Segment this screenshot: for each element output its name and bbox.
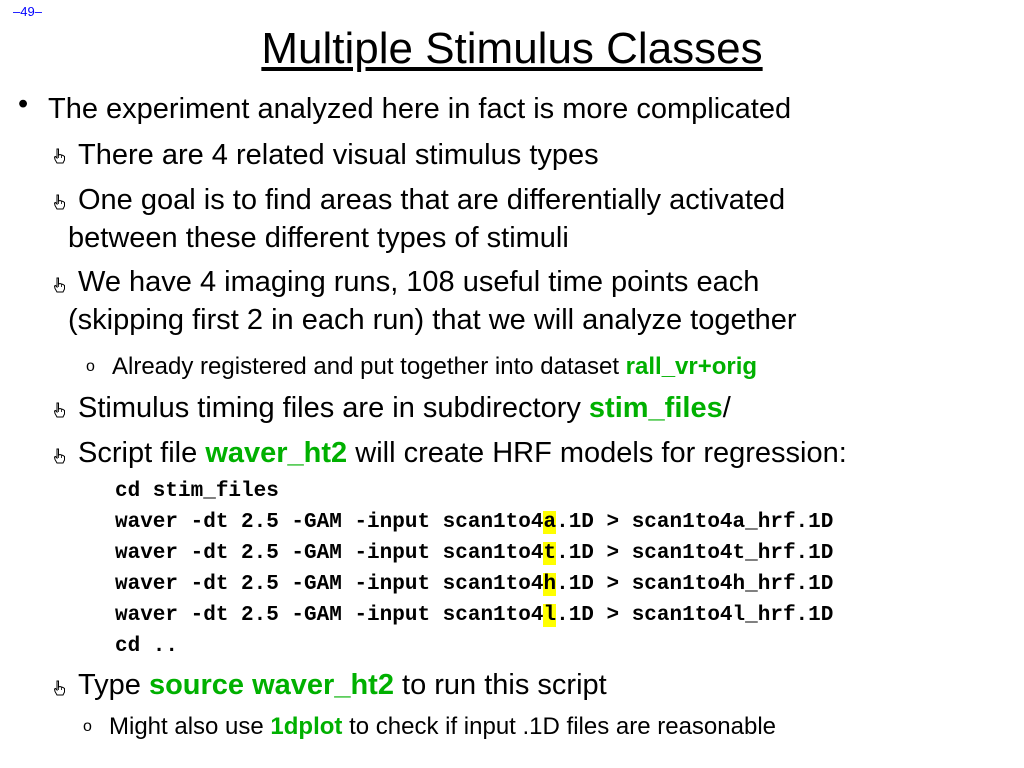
pointing-hand-icon xyxy=(53,148,66,164)
sub-bullet-goal-line2: between these different types of stimuli xyxy=(68,222,569,254)
code-letter: t xyxy=(732,542,746,565)
sub-bullet-run-script: Type source waver_ht2 to run this script xyxy=(78,669,607,702)
code-mid: .1D > scan1to4 xyxy=(556,573,733,596)
bullet-dot-icon: • xyxy=(18,88,29,120)
code-letter: a xyxy=(732,511,746,534)
highlight-letter: l xyxy=(543,604,557,627)
pointing-hand-icon xyxy=(53,680,66,696)
code-suffix: _hrf.1D xyxy=(745,604,834,627)
sub-bullet-runs-line1: We have 4 imaging runs, 108 useful time … xyxy=(78,266,760,298)
code-mid: .1D > scan1to4 xyxy=(556,604,733,627)
code-prefix: waver -dt 2.5 -GAM -input scan1to4 xyxy=(115,542,544,565)
run-script-pre: Type xyxy=(78,669,149,701)
sub-bullet-stimulus-types: There are 4 related visual stimulus type… xyxy=(78,139,599,171)
sub-bullet-runs-line2: (skipping first 2 in each run) that we w… xyxy=(68,304,797,336)
code-line-waver-h: waver -dt 2.5 -GAM -input scan1to4h.1D >… xyxy=(115,573,833,596)
code-suffix: _hrf.1D xyxy=(745,573,834,596)
dataset-name: rall_vr+orig xyxy=(625,353,758,380)
stim-files-dir: stim_files xyxy=(588,392,723,424)
main-bullet-text: The experiment analyzed here in fact is … xyxy=(48,93,792,125)
slide-title: Multiple Stimulus Classes xyxy=(261,24,763,73)
code-suffix: _hrf.1D xyxy=(745,542,834,565)
pointing-hand-icon xyxy=(53,277,66,293)
run-script-post: to run this script xyxy=(393,669,607,701)
sub-bullet-script-file: Script file waver_ht2 will create HRF mo… xyxy=(78,437,847,470)
plot-note-post: to check if input .1D files are reasonab… xyxy=(342,713,776,740)
timing-files-text: Stimulus timing files are in subdirector… xyxy=(78,392,589,424)
code-letter: h xyxy=(732,573,746,596)
code-line-waver-t: waver -dt 2.5 -GAM -input scan1to4t.1D >… xyxy=(115,542,833,565)
script-name: waver_ht2 xyxy=(205,437,348,469)
plot-note: Might also use 1dplot to check if input … xyxy=(109,713,776,741)
circle-o-icon: o xyxy=(86,358,95,375)
script-file-post: will create HRF models for regression: xyxy=(347,437,847,469)
code-line-waver-a: waver -dt 2.5 -GAM -input scan1to4a.1D >… xyxy=(115,511,833,534)
dataset-note: Already registered and put together into… xyxy=(112,353,757,381)
pointing-hand-icon xyxy=(53,402,66,418)
code-line-cd: cd stim_files xyxy=(115,480,279,503)
sub-bullet-goal-line1: One goal is to find areas that are diffe… xyxy=(78,184,786,216)
pointing-hand-icon xyxy=(53,194,66,210)
circle-o-icon: o xyxy=(83,718,92,735)
page-number: –49– xyxy=(13,4,42,19)
script-file-pre: Script file xyxy=(78,437,206,469)
code-prefix: waver -dt 2.5 -GAM -input scan1to4 xyxy=(115,511,544,534)
sub-bullet-timing-files: Stimulus timing files are in subdirector… xyxy=(78,392,731,425)
code-prefix: waver -dt 2.5 -GAM -input scan1to4 xyxy=(115,604,544,627)
code-suffix: _hrf.1D xyxy=(745,511,834,534)
code-letter: l xyxy=(732,604,746,627)
pointing-hand-icon xyxy=(53,448,66,464)
code-line-waver-l: waver -dt 2.5 -GAM -input scan1to4l.1D >… xyxy=(115,604,833,627)
highlight-letter: a xyxy=(543,511,557,534)
code-mid: .1D > scan1to4 xyxy=(556,542,733,565)
plot-note-cmd: 1dplot xyxy=(270,713,343,740)
highlight-letter: h xyxy=(543,573,557,596)
dir-slash: / xyxy=(722,392,731,424)
code-prefix: waver -dt 2.5 -GAM -input scan1to4 xyxy=(115,573,544,596)
highlight-letter: t xyxy=(543,542,557,565)
dataset-note-text: Already registered and put together into… xyxy=(112,353,626,380)
run-script-cmd: source waver_ht2 xyxy=(148,669,394,701)
code-mid: .1D > scan1to4 xyxy=(556,511,733,534)
code-line-cd-up: cd .. xyxy=(115,635,179,658)
plot-note-pre: Might also use xyxy=(109,713,271,740)
